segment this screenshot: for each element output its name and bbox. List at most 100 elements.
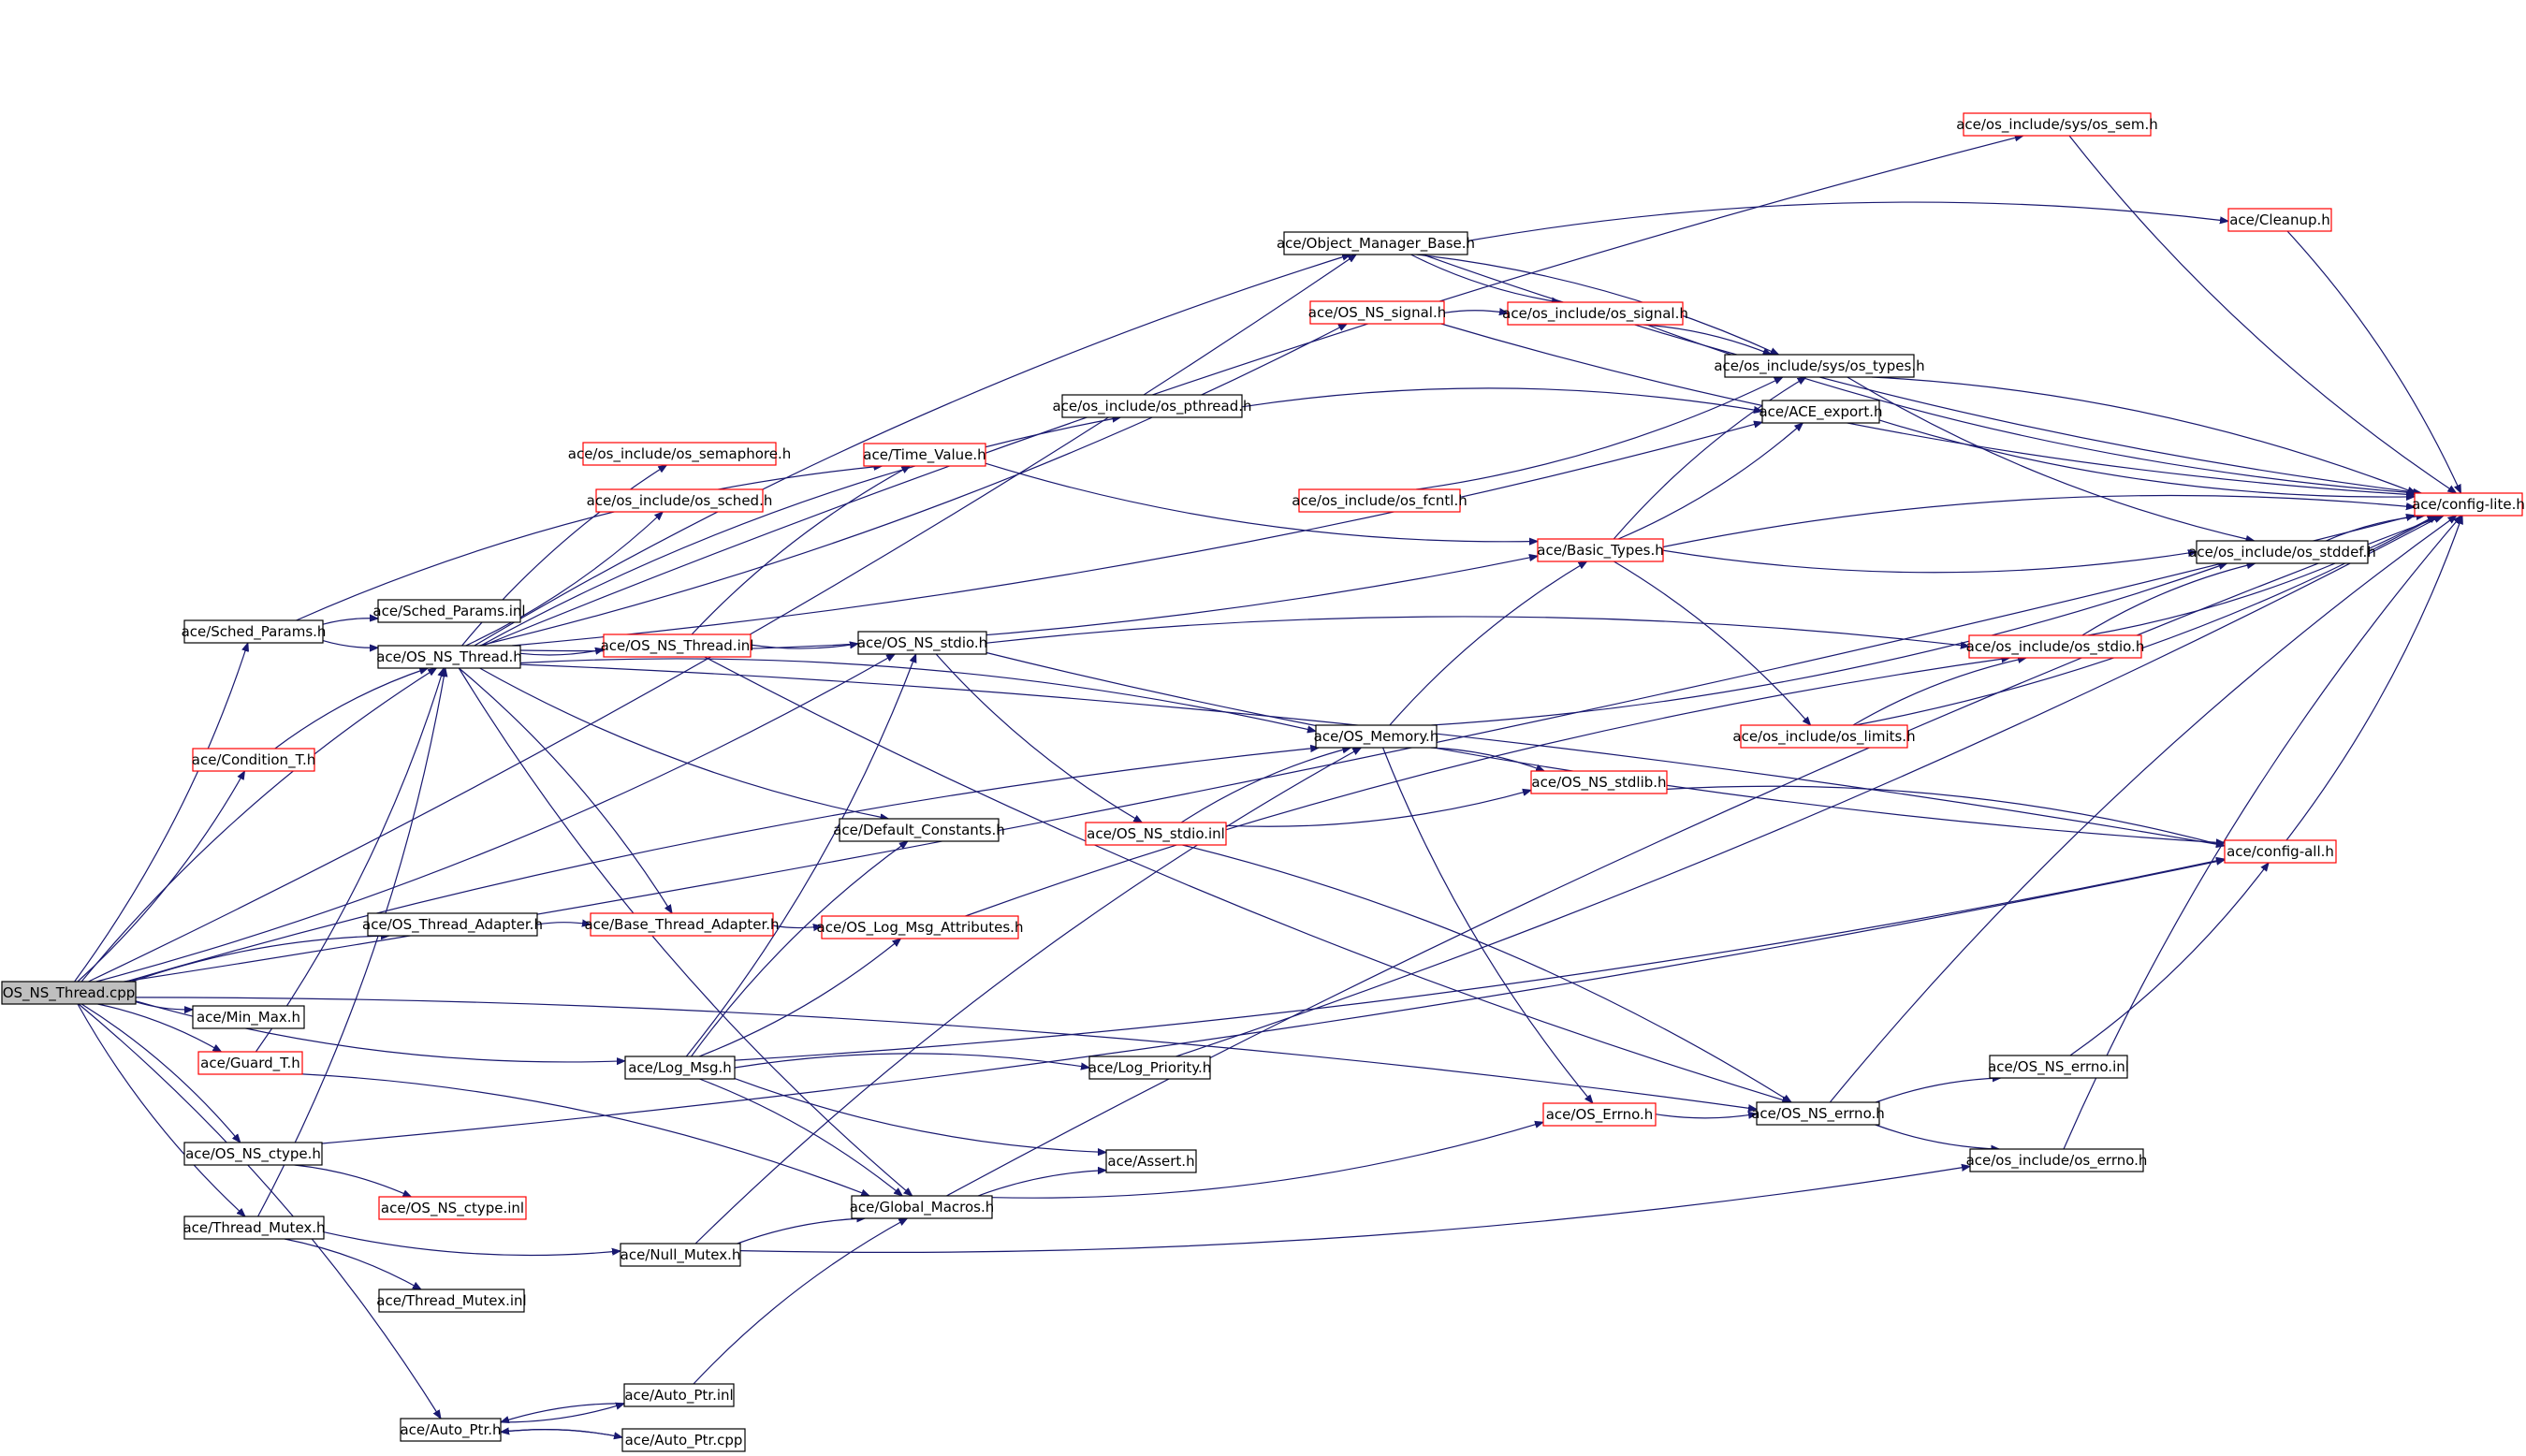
node-label: ace/Sched_Params.inl [372,603,525,620]
edge-guard_t_h-to-global_macros_h [301,1073,869,1196]
node-auto-ptr-inl[interactable]: ace/Auto_Ptr.inl [623,1383,735,1407]
node-box [821,915,1019,939]
node-box [863,443,986,467]
edge-os_ns_stdlib_h-to-config_all_h [1666,785,2225,846]
node-label: ace/os_include/os_pthread.h [1052,398,1251,415]
node-auto-ptr-h[interactable]: ace/Auto_Ptr.h [400,1418,502,1442]
node-label: ace/config-all.h [2227,843,2334,860]
node-cleanup-h[interactable]: ace/Cleanup.h [2227,208,2332,232]
node-box [839,818,1000,842]
node-os-sem-h[interactable]: ace/os_include/sys/os_sem.h [1956,112,2158,137]
edge-log_msg_h-to-global_macros_h [699,1078,902,1196]
node-label: ace/OS_NS_signal.h [1308,304,1446,322]
node-label: ace/Auto_Ptr.inl [624,1387,733,1405]
node-os-thread-adapter-h[interactable]: ace/OS_Thread_Adapter.h [362,912,543,937]
node-os-limits-h[interactable]: ace/os_include/os_limits.h [1732,724,1916,749]
node-os-stdio-h[interactable]: ace/os_include/os_stdio.h [1966,634,2145,659]
node-sched-params-h[interactable]: ace/Sched_Params.h [182,619,327,644]
node-label: ace/os_include/os_fcntl.h [1292,492,1467,510]
node-label: ace/OS_NS_Thread.h [376,648,522,666]
node-box [1105,1149,1197,1173]
node-label: ace/OS_NS_ctype.h [185,1145,321,1163]
node-box [367,912,538,937]
node-auto-ptr-cpp[interactable]: ace/Auto_Ptr.cpp [621,1428,746,1452]
node-object-manager-base-h[interactable]: ace/Object_Manager_Base.h [1277,231,1475,255]
node-box [377,645,521,669]
node-os-memory-h[interactable]: ace/OS_Memory.h [1314,724,1439,749]
edge-basic_types_h-to-os_limits_h [1613,561,1810,725]
node-os-log-msg-attributes-h[interactable]: ace/OS_Log_Msg_Attributes.h [817,915,1024,939]
node-box [378,1289,525,1313]
node-os-signal-h[interactable]: ace/os_include/os_signal.h [1502,301,1688,326]
node-label: ace/Time_Value.h [863,446,986,464]
node-os-sched-h[interactable]: ace/os_include/os_sched.h [587,488,773,513]
node-config-lite-h[interactable]: ace/config-lite.h [2412,492,2525,517]
node-base-thread-adapter-h[interactable]: ace/Base_Thread_Adapter.h [584,912,780,937]
node-null-mutex-h[interactable]: ace/Null_Mutex.h [620,1243,741,1267]
node-os-ns-thread-inl[interactable]: ace/OS_NS_Thread.inl [601,633,754,658]
edge-os_memory_h-to-os_ns_stdlib_h [1430,747,1544,771]
edge-root-to-condition_t_h [77,771,245,983]
node-label: ace/Default_Constants.h [833,822,1005,839]
node-thread-mutex-inl[interactable]: ace/Thread_Mutex.inl [376,1289,527,1313]
node-label: ace/OS_Errno.h [1546,1106,1654,1124]
node-min-max-h[interactable]: ace/Min_Max.h [192,1005,305,1029]
node-box [1507,301,1684,326]
node-box [1061,394,1243,418]
node-basic-types-h[interactable]: ace/Basic_Types.h [1537,538,1664,562]
node-label: ace/Auto_Ptr.h [400,1421,501,1439]
node-label: ace/OS_NS_stdlib.h [1531,774,1666,792]
node-box [1969,1148,2144,1172]
edge-root-to-os_ns_thread_h [80,668,436,983]
node-default-constants-h[interactable]: ace/Default_Constants.h [833,818,1005,842]
node-label: ace/Assert.h [1107,1153,1194,1170]
edge-root-to-os_ns_ctype_h [80,1003,241,1143]
node-os-ns-stdio-inl[interactable]: ace/OS_NS_stdio.inl [1085,822,1227,846]
edge-basic_types_h-to-os_types_h [1613,377,1805,540]
node-os-semaphore-h[interactable]: ace/os_include/os_semaphore.h [568,442,792,466]
node-os-ns-stdio-h[interactable]: ace/OS_NS_stdio.h [857,631,987,655]
node-log-msg-h[interactable]: ace/Log_Msg.h [624,1056,736,1080]
edge-base_thread_adapter_h-to-os_log_msg_attributes_h [772,925,822,927]
node-label: ace/OS_NS_stdio.h [857,634,987,652]
node-os-ns-signal-h[interactable]: ace/OS_NS_signal.h [1308,300,1446,325]
edge-root-to-sched_params_h [74,643,248,983]
node-os-fcntl-h[interactable]: ace/os_include/os_fcntl.h [1292,488,1467,513]
node-os-ns-thread-h[interactable]: ace/OS_NS_Thread.h [376,645,522,669]
node-os-pthread-h[interactable]: ace/os_include/os_pthread.h [1052,394,1252,418]
edge-os_log_msg_attributes_h-to-os_stdio_h [965,658,2010,917]
node-label: ace/Log_Priority.h [1088,1059,1212,1077]
node-os-ns-errno-inl[interactable]: ace/OS_NS_errno.inl [1988,1055,2129,1079]
node-box [1761,400,1880,424]
edge-os_ns_ctype_h-to-config_all_h [321,860,2225,1144]
node-os-ns-stdlib-h[interactable]: ace/OS_NS_stdlib.h [1530,770,1668,794]
node-global-macros-h[interactable]: ace/Global_Macros.h [850,1195,995,1219]
node-guard-t-h[interactable]: ace/Guard_T.h [197,1051,303,1075]
node-os-types-h[interactable]: ace/os_include/sys/os_types.h [1714,354,1925,378]
edge-os_ns_signal_h-to-os_signal_h [1443,311,1508,313]
node-sched-params-inl[interactable]: ace/Sched_Params.inl [372,599,526,623]
edge-os_types_h-to-config_lite_h [1872,376,2416,493]
edge-os_memory_h-to-os_stddef_h [1431,563,2227,726]
edge-os_fcntl_h-to-os_types_h [1416,376,1783,490]
node-os-errno-h[interactable]: ace/os_include/os_errno.h [1966,1148,2148,1172]
edge-auto_ptr_h-to-auto_ptr_inl [500,1404,624,1423]
node-assert-h[interactable]: ace/Assert.h [1105,1149,1197,1173]
node-log-priority-h[interactable]: ace/Log_Priority.h [1088,1056,1212,1080]
node-os-ns-errno-h[interactable]: ace/OS_NS_errno.h [1751,1101,1885,1126]
node-ace-export-h[interactable]: ace/ACE_export.h [1759,400,1883,424]
node-os-ns-ctype-h[interactable]: ace/OS_NS_ctype.h [183,1142,323,1166]
edge-root-to-thread_mutex_h [77,1003,245,1216]
node-thread-mutex-h[interactable]: ace/Thread_Mutex.h [183,1216,326,1240]
node-label: ace/OS_Memory.h [1314,728,1439,746]
edge-global_macros_h-to-os_errno_h_ace [991,1122,1543,1199]
node-os-ns-ctype-inl[interactable]: ace/OS_NS_ctype.inl [378,1196,527,1220]
node-time-value-h[interactable]: ace/Time_Value.h [863,443,986,467]
node-os-stddef-h[interactable]: ace/os_include/os_stddef.h [2188,540,2376,564]
node-os-errno-h-ace[interactable]: ace/OS_Errno.h [1542,1102,1657,1127]
node-condition-t-h[interactable]: ace/Condition_T.h [192,748,315,772]
node-config-all-h[interactable]: ace/config-all.h [2224,839,2337,864]
node-label: ace/os_include/sys/os_sem.h [1956,116,2158,134]
edge-os_ns_thread_h-to-object_manager_base_h [474,255,1351,647]
node-label: ace/Basic_Types.h [1537,542,1663,560]
